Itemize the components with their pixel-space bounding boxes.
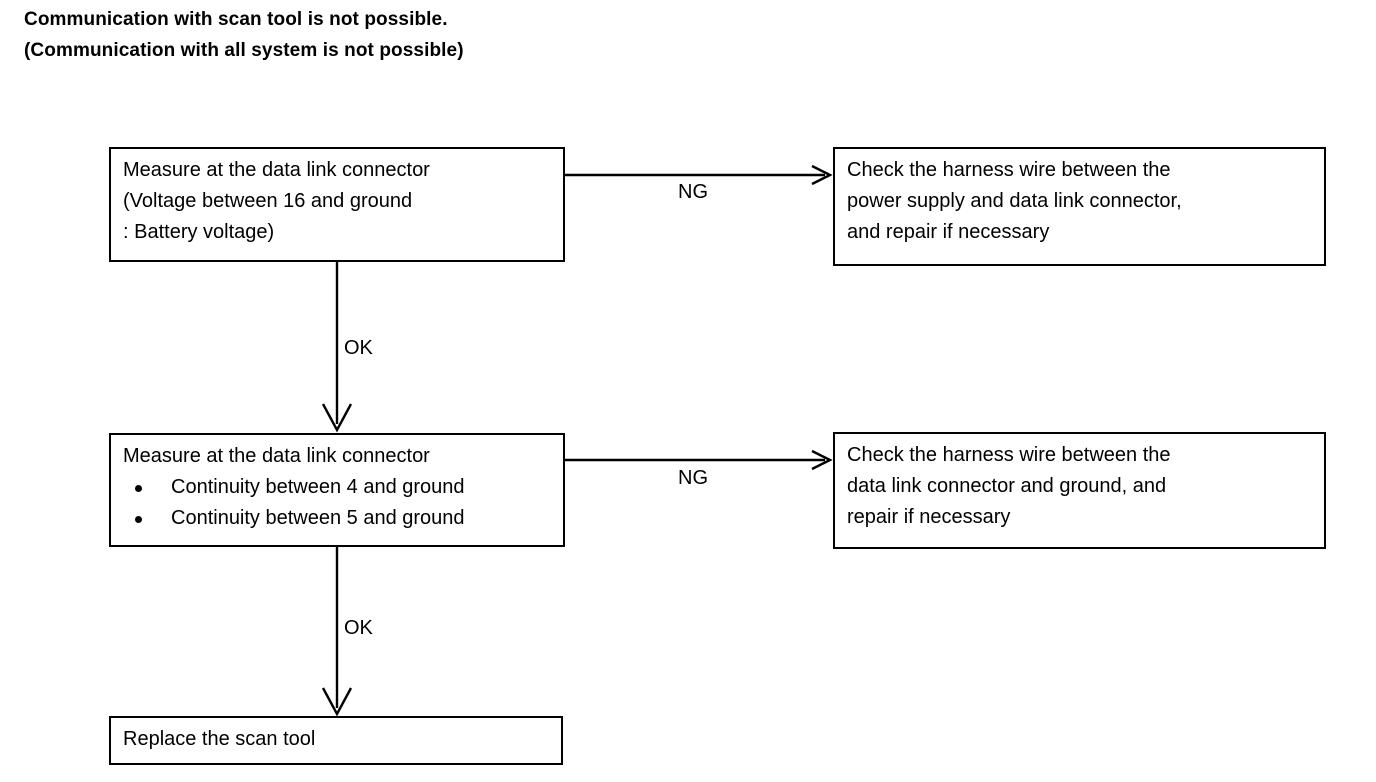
node-check-1-line-2: power supply and data link connector,: [847, 190, 1182, 212]
node-check-1-line-3: and repair if necessary: [847, 221, 1050, 243]
node-check-2-line-2: data link connector and ground, and: [847, 475, 1167, 497]
edge-label-ok-2: OK: [344, 617, 373, 639]
node-check-2-line-3: repair if necessary: [847, 506, 1011, 528]
node-measure-2-bullet-2: Continuity between 5 and ground: [123, 503, 563, 534]
edge-label-ng-1: NG: [678, 181, 708, 203]
node-check-1-line-1: Check the harness wire between the: [847, 159, 1171, 181]
node-measure-2-heading: Measure at the data link connector: [123, 445, 430, 467]
page-title: Communication with scan tool is not poss…: [24, 4, 464, 66]
node-measure-data-link-voltage[interactable]: Measure at the data link connector (Volt…: [109, 147, 565, 262]
edge-label-ng-2: NG: [678, 467, 708, 489]
node-replace-scan-tool[interactable]: Replace the scan tool: [109, 716, 563, 765]
node-measure-2-bullet-1: Continuity between 4 and ground: [123, 472, 563, 503]
page-title-line-2: (Communication with all system is not po…: [24, 40, 464, 61]
node-replace-line-1: Replace the scan tool: [123, 728, 316, 750]
node-check-2-line-1: Check the harness wire between the: [847, 444, 1171, 466]
node-measure-2-bullet-list: Continuity between 4 and ground Continui…: [123, 472, 563, 534]
page-title-line-1: Communication with scan tool is not poss…: [24, 9, 448, 30]
node-measure-data-link-continuity[interactable]: Measure at the data link connector Conti…: [109, 433, 565, 547]
node-measure-1-line-3: : Battery voltage): [123, 221, 275, 243]
edge-label-ok-1: OK: [344, 337, 373, 359]
node-measure-1-line-2: (Voltage between 16 and ground: [123, 190, 413, 212]
node-check-harness-power-supply[interactable]: Check the harness wire between the power…: [833, 147, 1326, 266]
node-measure-1-line-1: Measure at the data link connector: [123, 159, 430, 181]
node-check-harness-ground[interactable]: Check the harness wire between the data …: [833, 432, 1326, 549]
